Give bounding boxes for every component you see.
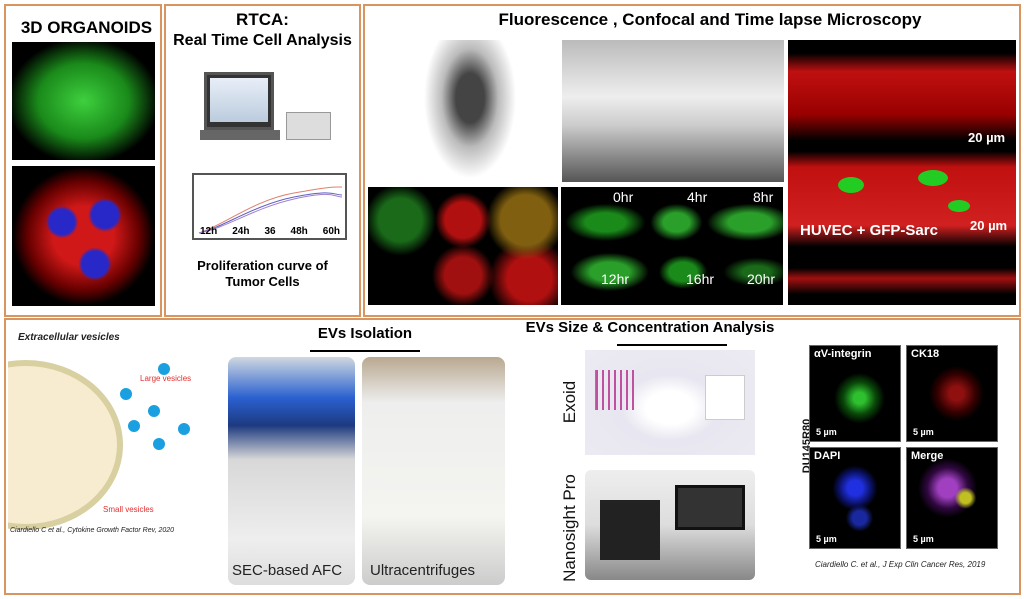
- stain-cell-merge: Merge 5 µm: [906, 447, 998, 549]
- staining-citation: Ciardiello C. et al., J Exp Clin Cancer …: [815, 560, 986, 569]
- sec-afc-image: SEC-based AFC: [228, 357, 355, 585]
- scale-bar-label: 20 µm: [970, 218, 1008, 233]
- exoid-image: [585, 350, 755, 455]
- chart-tick: 48h: [290, 226, 308, 237]
- analysis-device-label: Exoid: [560, 380, 579, 424]
- organoid-red-image: [12, 166, 155, 306]
- isolation-label: Ultracentrifuges: [370, 562, 476, 579]
- scale-label: 5 µm: [913, 534, 934, 544]
- stain-label: CK18: [911, 348, 940, 360]
- nanosight-image: [585, 470, 755, 580]
- rtca-instrument-image: [200, 72, 335, 156]
- organoids-panel: [4, 4, 162, 317]
- proliferation-chart: 12h 24h 36 48h 60h: [192, 173, 347, 240]
- stain-label: DAPI: [814, 450, 841, 462]
- scale-label: 5 µm: [816, 534, 837, 544]
- scale-label: 5 µm: [913, 427, 934, 437]
- scale-bar-label: 20 µm: [968, 130, 1006, 145]
- chart-tick: 12h: [200, 226, 218, 237]
- microscopy-panel: [363, 4, 1021, 317]
- ev-citation: Ciardiello C et al., Cytokine Growth Fac…: [10, 527, 175, 534]
- ev-biogenesis-diagram: [8, 360, 208, 530]
- time-label: 12hr: [601, 271, 630, 287]
- huvec-3d-image: 20 µm 20 µm HUVEC + GFP-Sarc: [788, 40, 1016, 305]
- analysis-device-label: Nanosight Pro: [560, 474, 579, 582]
- rtca-caption-1: Proliferation curve of: [197, 258, 328, 273]
- isolation-label: SEC-based AFC: [232, 562, 343, 579]
- stain-cell-dapi: DAPI 5 µm: [809, 447, 901, 549]
- confocal-system-image: [562, 40, 784, 182]
- scale-label: 5 µm: [816, 427, 837, 437]
- rtca-title-1: RTCA:: [236, 10, 289, 29]
- microscopy-title: Fluorescence , Confocal and Time lapse M…: [498, 10, 922, 29]
- rtca-title-2: Real Time Cell Analysis: [173, 32, 352, 49]
- analysis-underline: [617, 344, 727, 346]
- time-label: 20hr: [747, 271, 776, 287]
- chart-tick: 36: [264, 226, 276, 237]
- organoid-green-image: [12, 42, 155, 160]
- organoids-title: 3D ORGANOIDS: [20, 18, 153, 37]
- ev-diagram-title: Extracellular vesicles: [18, 332, 120, 343]
- isolation-title: EVs Isolation: [317, 325, 413, 342]
- ultracentrifuge-image: Ultracentrifuges: [362, 357, 505, 585]
- rtca-panel: [164, 4, 361, 317]
- huvec-label: HUVEC + GFP-Sarc: [800, 222, 938, 239]
- time-label: 8hr: [753, 189, 774, 205]
- analysis-title: EVs Size & Concentration Analysis: [525, 319, 775, 336]
- chart-tick: 60h: [322, 226, 340, 237]
- stain-label: αV-integrin: [814, 348, 872, 360]
- time-label: 0hr: [613, 189, 634, 205]
- small-vesicles-label: Small vesicles: [103, 505, 154, 514]
- stain-cell-ck18: CK18 5 µm: [906, 345, 998, 442]
- ev-panel: [4, 318, 1021, 595]
- timelapse-image: 0hr 4hr 8hr 12hr 16hr 20hr: [561, 187, 783, 305]
- stain-label: Merge: [911, 450, 944, 462]
- large-vesicles-label: Large vesicles: [140, 374, 192, 383]
- time-label: 16hr: [686, 271, 715, 287]
- time-label: 4hr: [687, 189, 708, 205]
- rtca-caption-2: Tumor Cells: [225, 274, 300, 289]
- stain-cell-integrin: αV-integrin 5 µm: [809, 345, 901, 442]
- chart-tick: 24h: [232, 226, 250, 237]
- proliferation-curves: [198, 186, 343, 234]
- isolation-underline: [310, 350, 420, 352]
- microscope-image: [420, 40, 520, 185]
- confocal-grid-image: [368, 187, 558, 305]
